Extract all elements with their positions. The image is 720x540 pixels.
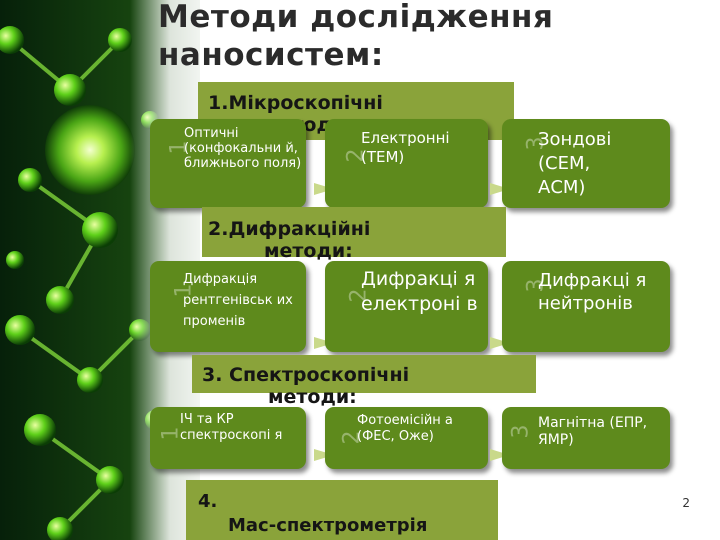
section-4-header-line-2: Мас-спектрометрія: [228, 515, 428, 536]
method-box-electron-diffraction: 2 Дифракці я електроні в: [325, 261, 488, 352]
method-label: Дифракці я нейтронів: [538, 270, 647, 314]
method-box-optical: 1 Оптичні (конфокальни й, ближнього поля…: [150, 119, 306, 208]
page-number: 2: [682, 496, 690, 510]
section-2-header: 2.Дифракційні методи:: [202, 207, 506, 262]
method-label: Дифракція рентгенівськ их променів: [183, 272, 293, 329]
method-box-photoemission: 2 Фотоемісійн а (ФЕС, Оже): [325, 407, 488, 469]
section-2-header-line-1: 2.Дифракційні: [208, 218, 371, 240]
method-box-neutron-diffraction: 3 Дифракці я нейтронів: [502, 261, 670, 352]
method-label: Електронні (ТЕМ): [361, 129, 450, 166]
title-line-1: Методи дослідження: [158, 0, 554, 35]
method-box-ir-raman: 1 ІЧ та КР спектроскопі я: [150, 407, 306, 469]
title-line-2: наносистем:: [158, 37, 384, 73]
section-4-header: 4. Мас-спектрометрія: [186, 480, 498, 540]
section-3-header: 3. Спектроскопічні методи:: [192, 355, 536, 408]
method-label: ІЧ та КР спектроскопі я: [180, 412, 283, 443]
slide-title: Методи дослідження наносистем:: [158, 0, 553, 74]
item-number: 3: [508, 424, 534, 439]
section-1-header-line-1: 1.Мікроскопічні: [208, 92, 383, 114]
method-label: Фотоемісійн а (ФЕС, Оже): [357, 413, 453, 444]
method-box-electron: 2 Електронні (ТЕМ): [325, 119, 488, 208]
section-2-header-line-2: методи:: [264, 240, 353, 262]
method-label: Зондові (СЕМ, АСМ): [538, 129, 612, 198]
method-box-xray-diffraction: 1 Дифракція рентгенівськ их променів: [150, 261, 306, 352]
method-label: Магнітна (ЕПР, ЯМР): [538, 415, 648, 448]
method-label: Оптичні (конфокальни й, ближнього поля): [184, 126, 302, 171]
section-4-header-line-1: 4.: [198, 491, 218, 512]
method-box-magnetic: 3 Магнітна (ЕПР, ЯМР): [502, 407, 670, 469]
section-3-header-line-1: 3. Спектроскопічні: [202, 364, 410, 386]
section-3-header-line-2: методи:: [268, 386, 357, 408]
method-label: Дифракці я електроні в: [361, 268, 478, 315]
method-box-probe: 3 Зондові (СЕМ, АСМ): [502, 119, 670, 208]
